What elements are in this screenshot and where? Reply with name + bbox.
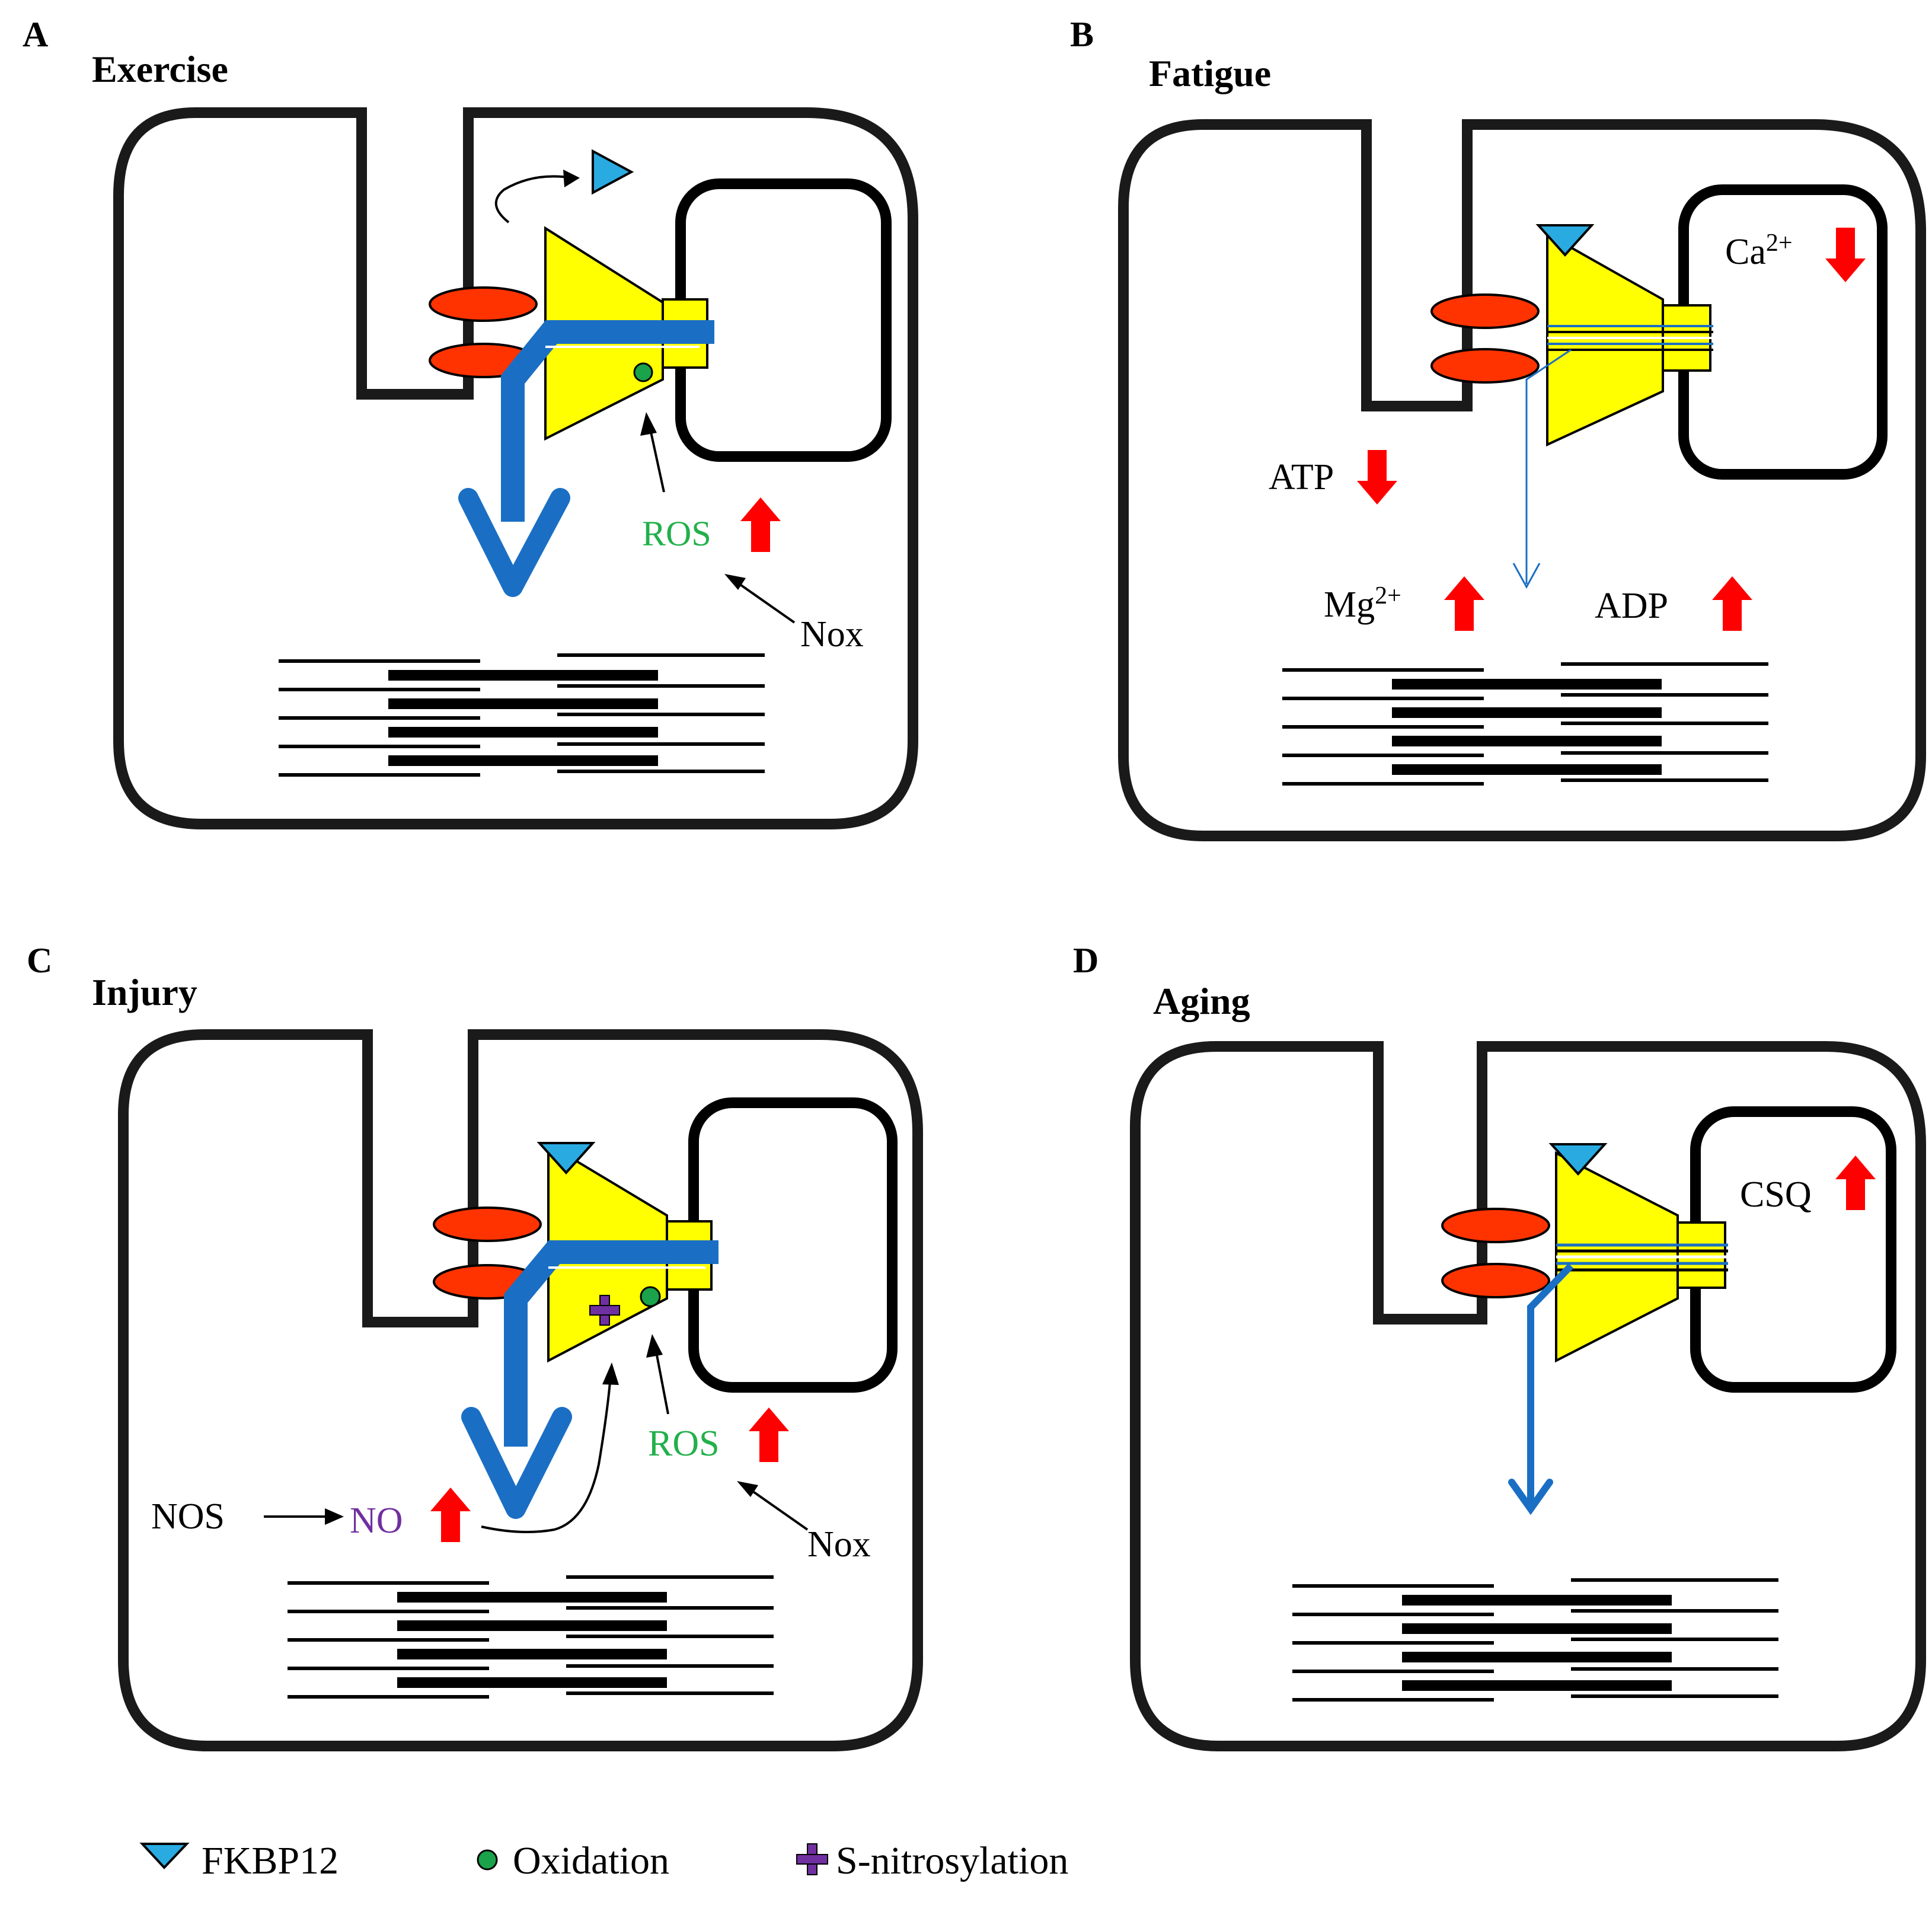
dhpr-channel [1441, 1208, 1550, 1243]
oxidation-marker [477, 1849, 498, 1871]
fkbp12-icon [592, 149, 634, 195]
s-nitrosylation-marker [796, 1843, 828, 1875]
arrowhead [737, 1481, 758, 1497]
magnesium-label: Mg2+ [1324, 582, 1401, 625]
oxidation-marker [633, 362, 653, 382]
calcium-arrowhead [1508, 1479, 1553, 1515]
calcium-arrowhead [458, 488, 570, 597]
nos-label: NOS [151, 1496, 225, 1537]
dhpr-channel [1441, 1263, 1550, 1298]
legend-s-nitrosylation-label: S-nitrosylation [836, 1839, 1068, 1882]
atp-label: ATP [1269, 457, 1334, 497]
arrowhead [646, 1334, 663, 1358]
increase-arrow-icon [430, 1488, 471, 1542]
dhpr-channel [433, 1207, 542, 1242]
legend-oxidation-label: Oxidation [513, 1839, 669, 1882]
calcium-release-arrow [501, 320, 714, 522]
increase-arrow-icon [1835, 1156, 1876, 1210]
adp-label: ADP [1595, 586, 1668, 626]
cell-membrane [118, 1029, 923, 1751]
sarcomere-filaments [279, 655, 765, 775]
arrowhead [325, 1508, 344, 1525]
fkbp12-icon [1535, 224, 1595, 257]
channel-leak-lines [1556, 1243, 1728, 1272]
nox-arrow [734, 580, 796, 624]
cell-membrane [1118, 119, 1926, 841]
fkbp12-release-arrow [494, 175, 573, 224]
arrowhead [602, 1362, 619, 1385]
channel-leak-lines [1547, 325, 1713, 351]
ryr1-channel [1546, 232, 1664, 447]
legend: FKBP12 Oxidation S-nitrosylation [139, 1839, 1068, 1882]
arrowhead [724, 574, 746, 590]
arrowhead [640, 412, 657, 436]
oxidation-marker [640, 1286, 661, 1307]
cell-membrane [113, 107, 918, 829]
panel-a: A Exercise ROS Nox [23, 15, 918, 829]
panel-title: Aging [1153, 980, 1250, 1022]
csq-label: CSQ [1740, 1174, 1812, 1215]
nox-arrow [747, 1487, 809, 1531]
ros-label: ROS [642, 514, 711, 553]
nox-label: Nox [807, 1524, 871, 1565]
calcium-release-arrow [504, 1240, 718, 1447]
increase-arrow-icon [1444, 576, 1484, 631]
calcium-release-arrow [1525, 349, 1572, 584]
no-arrow [481, 1375, 612, 1533]
panel-b: B Fatigue Ca2+ ATP Mg2+ ADP [1070, 15, 1926, 841]
sarcomere-filaments [1282, 664, 1768, 784]
panel-title: Fatigue [1149, 52, 1271, 94]
panel-letter: A [23, 15, 48, 54]
panel-letter: B [1070, 15, 1094, 54]
decrease-arrow-icon [1825, 228, 1866, 282]
panel-d: D Aging CSQ [1073, 941, 1926, 1751]
calcium-label: Ca2+ [1725, 229, 1793, 272]
nox-label: Nox [800, 614, 864, 655]
panel-letter: D [1073, 941, 1098, 980]
ros-label: ROS [648, 1424, 720, 1464]
dhpr-channel [1430, 348, 1540, 384]
increase-arrow-icon [740, 497, 781, 552]
calcium-release-arrow [1527, 1263, 1574, 1506]
panel-title: Exercise [92, 48, 228, 90]
increase-arrow-icon [1712, 576, 1752, 631]
no-label: NO [350, 1501, 403, 1541]
sarcomere-filaments [288, 1577, 774, 1697]
fkbp12-icon [537, 1142, 596, 1174]
arrowhead [563, 170, 580, 187]
fkbp12-icon [1548, 1143, 1608, 1176]
ryr1-pore [1676, 1221, 1726, 1289]
sarcoplasmic-reticulum [688, 1097, 898, 1393]
cell-membrane [1130, 1041, 1926, 1751]
increase-arrow-icon [749, 1407, 789, 1462]
calcium-arrowhead [1512, 563, 1541, 589]
panel-letter: C [27, 941, 52, 980]
dhpr-channel [1430, 293, 1540, 329]
s-nitrosylation-marker [589, 1295, 620, 1326]
panel-title: Injury [92, 971, 197, 1013]
panel-c: C Injury ROS Nox NOS NO [27, 941, 923, 1751]
legend-fkbp12-label: FKBP12 [202, 1839, 339, 1882]
calcium-arrowhead [461, 1407, 572, 1519]
ros-arrow [654, 1345, 669, 1415]
sarcomere-filaments [1292, 1580, 1778, 1700]
decrease-arrow-icon [1357, 450, 1397, 505]
dhpr-channel [429, 286, 538, 322]
fkbp12-icon [139, 1843, 190, 1869]
ros-arrow [648, 423, 665, 493]
